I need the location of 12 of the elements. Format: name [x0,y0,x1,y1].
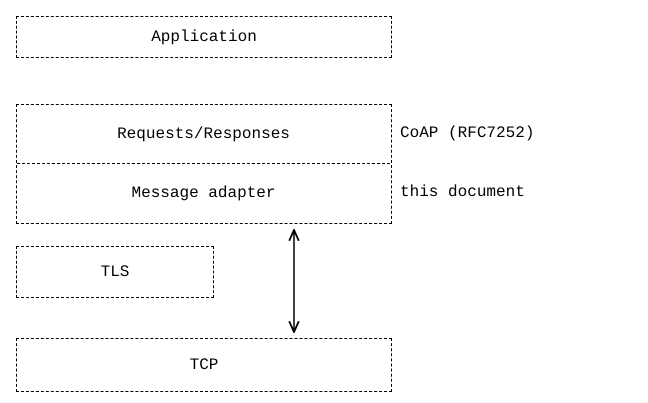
layer-label: TCP [190,356,218,374]
layer-label: Application [151,28,257,46]
layer-label: Message adapter [131,184,276,202]
layer-box [16,16,392,58]
double-arrow [288,229,300,333]
layer-group-box [16,104,392,224]
side-note: CoAP (RFC7252) [400,124,534,142]
layer-box [16,338,392,392]
side-note: this document [400,183,525,201]
layer-box [16,246,214,298]
layer-label: TLS [100,263,130,281]
layer-label: Requests/Responses [117,125,290,143]
